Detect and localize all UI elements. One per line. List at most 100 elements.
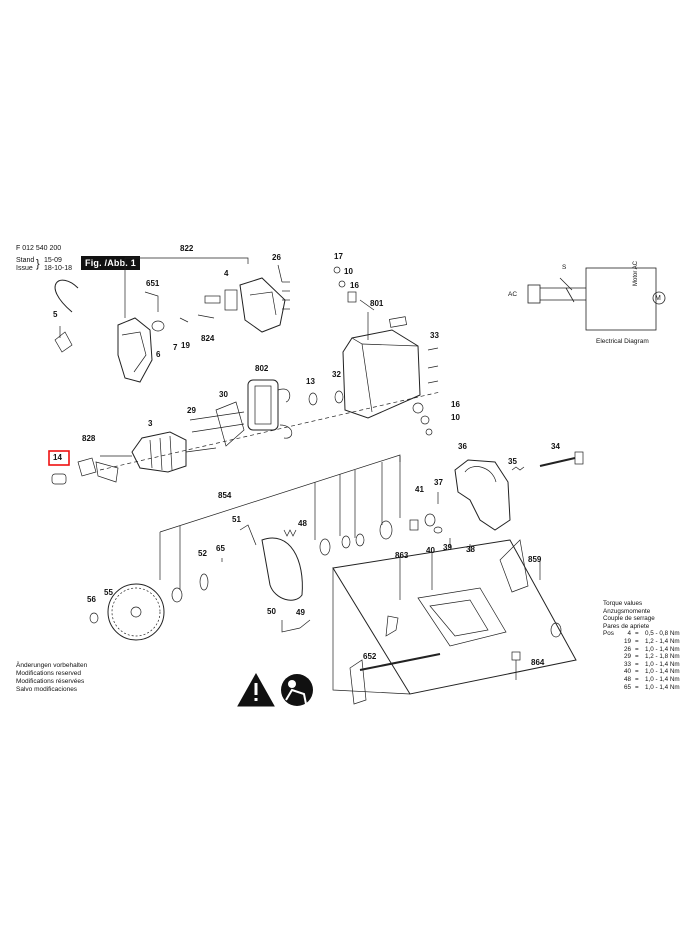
part-number: F 012 540 200 bbox=[16, 245, 62, 252]
torque-row-pos: 19 bbox=[623, 637, 631, 645]
callout-859: 859 bbox=[528, 555, 542, 564]
callout-864: 864 bbox=[531, 658, 545, 667]
callout-3: 3 bbox=[148, 419, 153, 428]
torque-row-value: 1,0 - 1,4 Nm bbox=[645, 675, 680, 683]
callout-5: 5 bbox=[53, 310, 58, 319]
callout-4: 4 bbox=[224, 269, 229, 278]
callout-802: 802 bbox=[255, 364, 269, 373]
torque-row-pos: 40 bbox=[623, 668, 631, 676]
callout-822: 822 bbox=[180, 244, 194, 253]
motor-symbol: M bbox=[655, 295, 661, 302]
callout-10-right: 10 bbox=[451, 413, 460, 422]
issue-value: 18-10-18 bbox=[44, 265, 73, 272]
issue-label: Issue bbox=[16, 265, 33, 272]
callout-32: 32 bbox=[332, 370, 341, 379]
callout-35: 35 bbox=[508, 457, 517, 466]
callout-26: 26 bbox=[272, 253, 281, 262]
callout-6: 6 bbox=[156, 350, 161, 359]
highlight-box bbox=[48, 450, 70, 466]
callout-14-highlighted: 14 bbox=[53, 453, 62, 462]
torque-row: 40 = 1,0 - 1,4 Nm bbox=[603, 668, 680, 676]
callout-51: 51 bbox=[232, 515, 241, 524]
equals-sign: = bbox=[635, 675, 639, 683]
equals-sign: = bbox=[635, 683, 639, 691]
callout-651: 651 bbox=[146, 279, 160, 288]
equals-sign: = bbox=[635, 645, 639, 653]
callout-10-top: 10 bbox=[344, 267, 353, 276]
callout-801: 801 bbox=[370, 299, 384, 308]
callout-824: 824 bbox=[201, 334, 215, 343]
equals-sign: = bbox=[635, 630, 639, 638]
disclaimer-fr: Modifications réservées bbox=[16, 678, 85, 685]
exploded-parts-854 bbox=[179, 456, 436, 590]
disclaimer-de: Änderungen vorbehalten bbox=[16, 662, 88, 669]
torque-row: 29 = 1,2 - 1,8 Nm bbox=[603, 653, 680, 661]
callout-19: 19 bbox=[181, 341, 190, 350]
torque-row: 48 = 1,0 - 1,4 Nm bbox=[603, 676, 680, 684]
equals-sign: = bbox=[635, 660, 639, 668]
callout-29: 29 bbox=[187, 406, 196, 415]
callout-16-right: 16 bbox=[451, 400, 460, 409]
read-manual-icon bbox=[281, 674, 313, 706]
torque-title-de: Anzugsmomente bbox=[603, 607, 651, 615]
torque-row-pos: 26 bbox=[623, 645, 631, 653]
switch-label: S bbox=[562, 264, 567, 271]
callout-33: 33 bbox=[430, 331, 439, 340]
motor-ac-label: Motor AC bbox=[633, 260, 639, 286]
callout-48: 48 bbox=[298, 519, 307, 528]
torque-row-value: 1,0 - 1,4 Nm bbox=[645, 660, 680, 668]
torque-row-pos: 29 bbox=[623, 653, 631, 661]
torque-title-fr: Couple de serrage bbox=[603, 615, 655, 623]
torque-row-pos: 48 bbox=[623, 675, 631, 683]
stand-value: 15-09 bbox=[44, 257, 62, 264]
callout-863: 863 bbox=[395, 551, 409, 560]
torque-pos-label: Pos bbox=[603, 630, 614, 638]
callout-37: 37 bbox=[434, 478, 443, 487]
callout-50: 50 bbox=[267, 607, 276, 616]
torque-row: 26 = 1,0 - 1,4 Nm bbox=[603, 646, 680, 654]
torque-row: 19 = 1,2 - 1,4 Nm bbox=[603, 638, 680, 646]
torque-row: 33 = 1,0 - 1,4 Nm bbox=[603, 661, 680, 669]
disclaimer-es: Salvo modificaciones bbox=[16, 686, 78, 693]
torque-row-value: 1,2 - 1,4 Nm bbox=[645, 637, 680, 645]
callout-17: 17 bbox=[334, 252, 343, 261]
callout-49: 49 bbox=[296, 608, 305, 617]
torque-table: Torque values Anzugsmomente Couple de se… bbox=[603, 600, 680, 691]
torque-row-value: 1,0 - 1,4 Nm bbox=[645, 645, 680, 653]
ac-label: AC bbox=[508, 291, 518, 298]
callout-7: 7 bbox=[173, 343, 178, 352]
equals-sign: = bbox=[635, 653, 639, 661]
callout-52: 52 bbox=[198, 549, 207, 558]
electrical-diagram-caption: Electrical Diagram bbox=[596, 338, 649, 345]
equals-sign: = bbox=[635, 668, 639, 676]
torque-row-value: 0,5 - 0,8 Nm bbox=[645, 630, 680, 638]
warning-icon bbox=[237, 672, 275, 707]
callout-39: 39 bbox=[443, 543, 452, 552]
callout-13: 13 bbox=[306, 377, 315, 386]
callout-55: 55 bbox=[104, 588, 113, 597]
torque-row: 65 = 1,0 - 1,4 Nm bbox=[603, 684, 680, 692]
torque-row-value: 1,2 - 1,8 Nm bbox=[645, 653, 680, 661]
callout-854: 854 bbox=[218, 491, 232, 500]
torque-row-pos: 33 bbox=[623, 660, 631, 668]
callout-56: 56 bbox=[87, 595, 96, 604]
torque-row-value: 1,0 - 1,4 Nm bbox=[645, 683, 680, 691]
callout-30: 30 bbox=[219, 390, 228, 399]
callout-41: 41 bbox=[415, 485, 424, 494]
brace-icon: } bbox=[36, 258, 40, 270]
torque-title-en: Torque values bbox=[603, 600, 643, 607]
disclaimer-en: Modifications reserved bbox=[16, 670, 82, 677]
callout-652: 652 bbox=[363, 652, 377, 661]
callout-828: 828 bbox=[82, 434, 96, 443]
torque-title-es: Pares de apriete bbox=[603, 622, 650, 630]
torque-row-pos: 65 bbox=[623, 683, 631, 691]
callout-16-top: 16 bbox=[350, 281, 359, 290]
callout-36: 36 bbox=[458, 442, 467, 451]
equals-sign: = bbox=[635, 637, 639, 645]
callout-34: 34 bbox=[551, 442, 560, 451]
callout-38: 38 bbox=[466, 545, 475, 554]
torque-row-value: 1,0 - 1,4 Nm bbox=[645, 668, 680, 676]
electrical-diagram bbox=[527, 267, 666, 331]
